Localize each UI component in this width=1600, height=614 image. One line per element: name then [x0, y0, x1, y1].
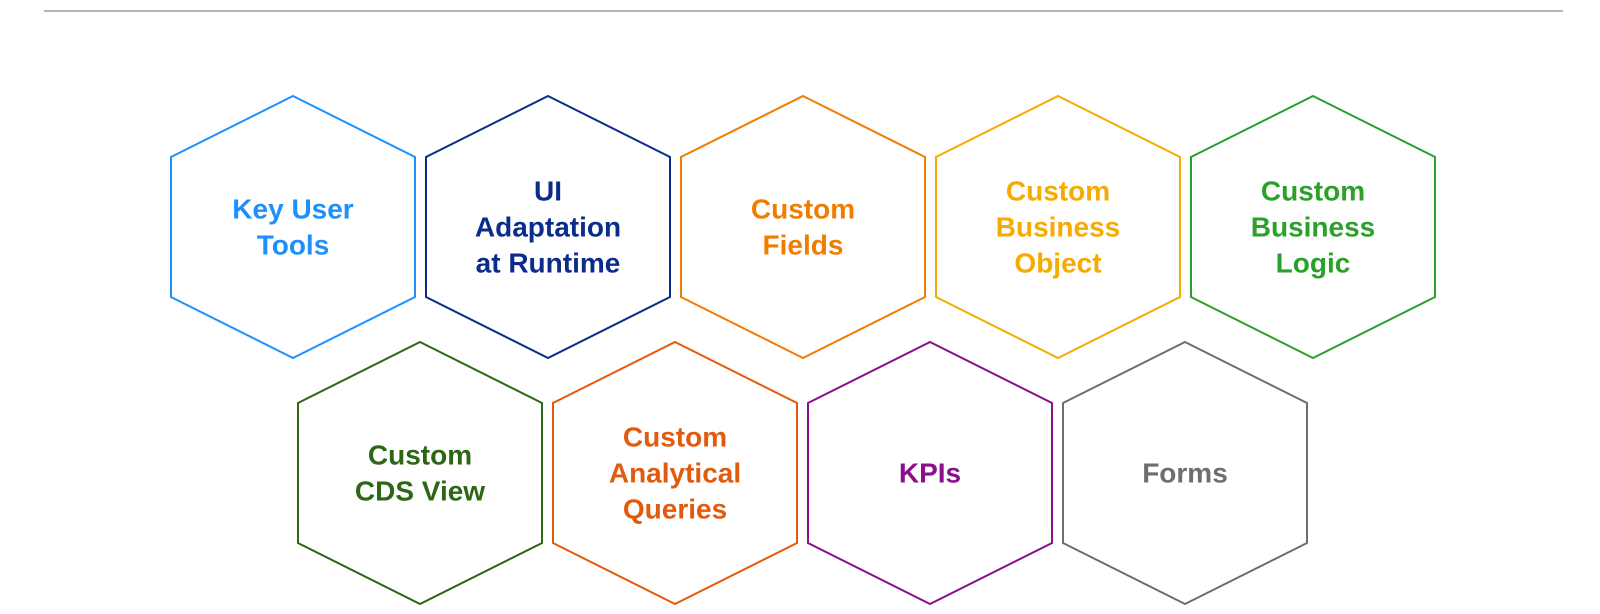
hexagon-forms: Forms	[1062, 340, 1308, 606]
hexagon-label-line: CDS View	[355, 476, 485, 507]
hexagon-label-line: at Runtime	[476, 248, 621, 279]
hexagon-label-line: UI	[534, 176, 562, 207]
hexagon-label-line: Queries	[623, 494, 727, 525]
hexagon-label-line: Object	[1014, 248, 1101, 279]
hexagon-label-line: Custom	[1261, 176, 1365, 207]
hexagon-outline	[170, 94, 416, 360]
hexagon-outline	[297, 340, 543, 606]
hexagon-label-line: Business	[1251, 212, 1376, 243]
hexagon-label-line: Fields	[763, 230, 844, 261]
hexagon-outline	[807, 340, 1053, 606]
hexagon-label-line: Forms	[1142, 458, 1228, 489]
hexagon-label-line: Custom	[751, 194, 855, 225]
hexagon-label-line: Custom	[368, 440, 472, 471]
hexagon-label-line: Adaptation	[475, 212, 621, 243]
hexagon-outline	[680, 94, 926, 360]
hexagon-kpis: KPIs	[807, 340, 1053, 606]
hexagon-outline	[425, 94, 671, 360]
hexagon-label-line: Key User	[232, 194, 354, 225]
hexagon-label-line: KPIs	[899, 458, 961, 489]
hexagon-ui-adaptation-at-runtime: UI Adaptation at Runtime	[425, 94, 671, 360]
hexagon-outline	[935, 94, 1181, 360]
hexagon-label-line: Analytical	[609, 458, 741, 489]
hexagon-outline	[1190, 94, 1436, 360]
hexagon-label-line: Tools	[257, 230, 330, 261]
hexagon-outline	[1062, 340, 1308, 606]
hexagon-label-line: Business	[996, 212, 1121, 243]
hexagon-outline	[552, 340, 798, 606]
hexagon-label-line: Custom	[1006, 176, 1110, 207]
hexagon-label-line: Logic	[1276, 248, 1351, 279]
hexagon-label-line: Custom	[623, 422, 727, 453]
